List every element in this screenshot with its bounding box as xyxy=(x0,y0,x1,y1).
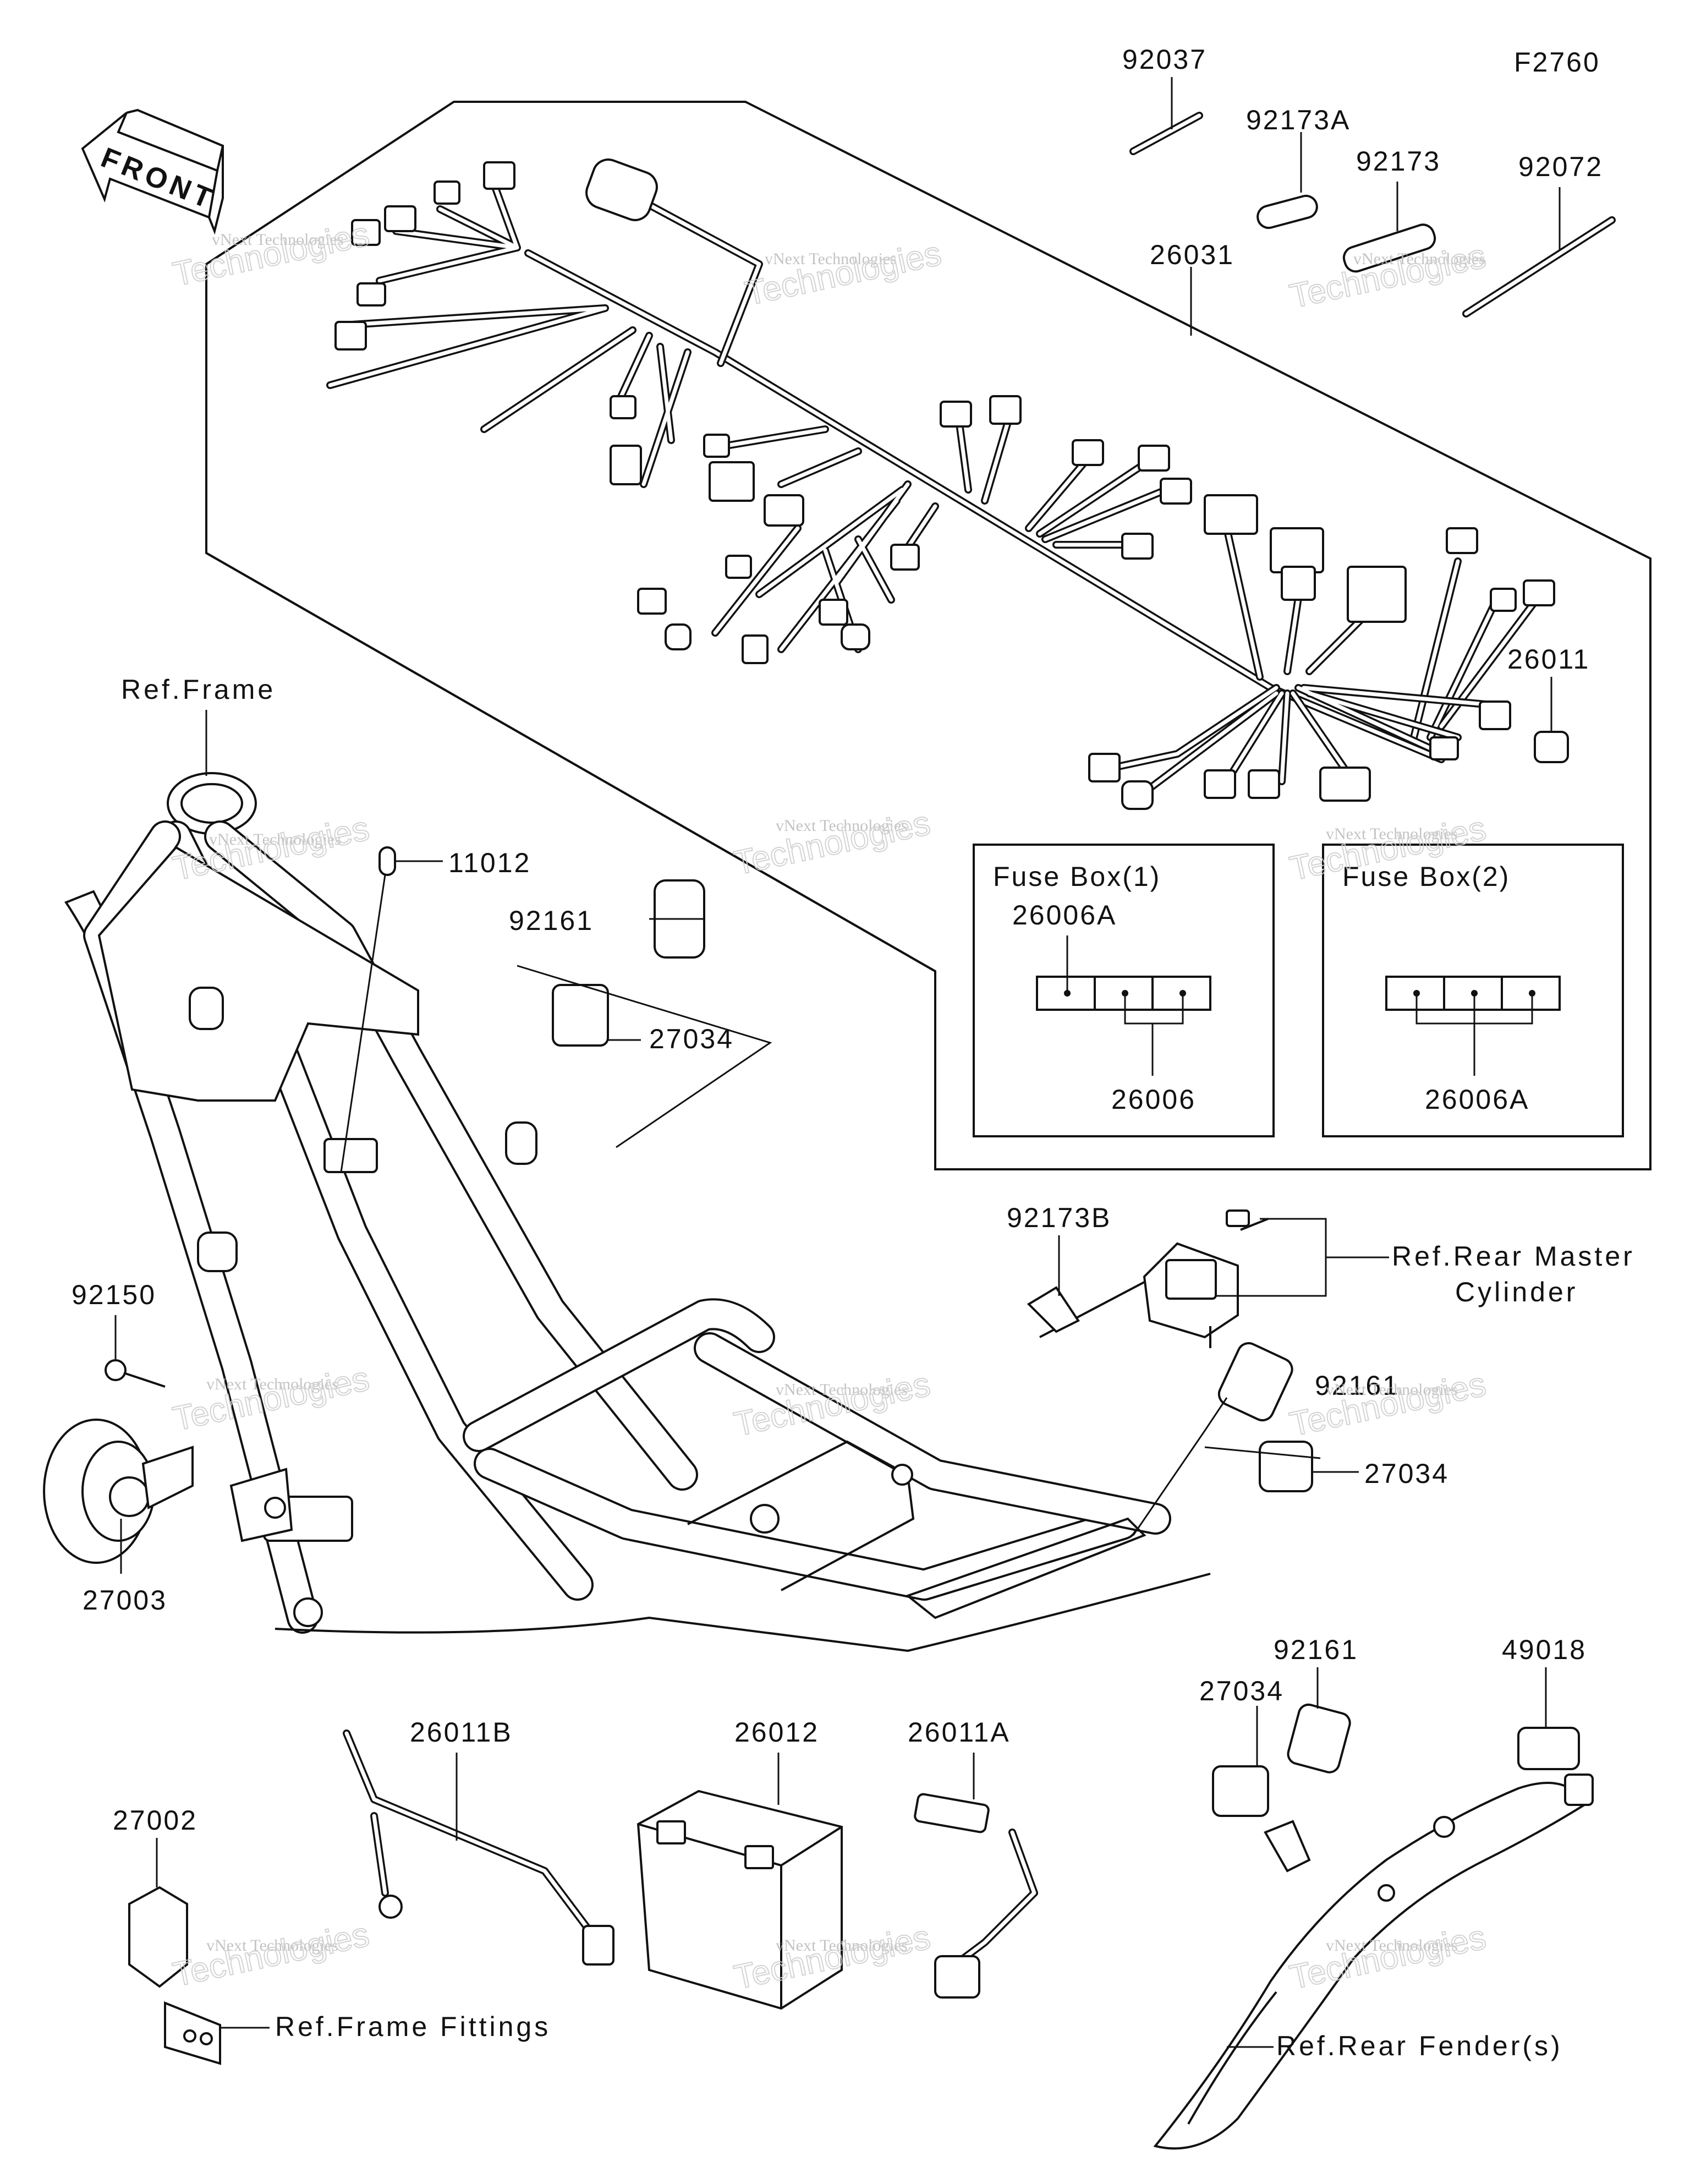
fuse-box-1-top-label: 26006A xyxy=(1012,900,1117,930)
label-26012: 26012 xyxy=(734,1717,819,1748)
fuse-box-2-bottom-label: 26006A xyxy=(1425,1084,1529,1115)
label-26011: 26011 xyxy=(1507,644,1590,675)
watermark-5b: Technologies xyxy=(731,804,934,883)
label-11012: 11012 xyxy=(448,847,531,878)
part-49018-cover xyxy=(1517,1727,1580,1770)
watermark-10: vNext Technologies xyxy=(206,1936,338,1955)
watermark-7b: Technologies xyxy=(170,1360,372,1438)
watermarks: vNext Technologies Technologies vNext Te… xyxy=(169,215,1490,1997)
label-92161-bot: 92161 xyxy=(1274,1634,1358,1665)
watermark-3: vNext Technologies xyxy=(1353,250,1485,268)
part-11012-plug xyxy=(378,846,396,876)
part-26011A-cable xyxy=(914,1793,1038,1999)
label-92173A: 92173A xyxy=(1246,105,1351,135)
label-92173B: 92173B xyxy=(1007,1202,1111,1233)
ref-frame: Ref.Frame xyxy=(121,674,276,705)
watermark-4: vNext Technologies xyxy=(209,830,341,849)
watermark-11: vNext Technologies xyxy=(776,1936,908,1955)
watermark-5: vNext Technologies xyxy=(776,817,908,835)
fuse-box-1-bottom-label: 26006 xyxy=(1111,1084,1196,1115)
part-26012-battery xyxy=(637,1789,843,2010)
label-92072: 92072 xyxy=(1518,151,1603,182)
fuse-box-2-title: Fuse Box(2) xyxy=(1342,861,1510,892)
fuse-box-1-title: Fuse Box(1) xyxy=(993,861,1161,892)
fuse-box-1: Fuse Box(1) 26006A 26006 xyxy=(973,844,1275,1137)
part-92173-clamp xyxy=(1342,182,1436,273)
label-27034-top: 27034 xyxy=(649,1023,734,1054)
rear-fender xyxy=(1153,1774,1594,2150)
label-92161-mid: 92161 xyxy=(1315,1370,1400,1401)
fuse-box-2: Fuse Box(2) 26006A xyxy=(1322,844,1624,1137)
part-92161-bot-relay xyxy=(1287,1703,1351,1774)
part-92173A-clamp xyxy=(1256,132,1318,229)
watermark-1: vNext Technologies xyxy=(212,231,344,249)
part-92161-mid-relay xyxy=(1217,1342,1293,1422)
label-92173: 92173 xyxy=(1356,146,1441,177)
part-92150-bolt xyxy=(105,1359,166,1388)
wiring-harness xyxy=(326,158,1555,810)
watermark-2: vNext Technologies xyxy=(765,250,897,268)
diagram-code: F2760 xyxy=(1514,47,1600,78)
watermark-9: vNext Technologies xyxy=(1326,1381,1458,1399)
harness-outline xyxy=(205,101,1651,1170)
label-26011A: 26011A xyxy=(908,1717,1011,1748)
part-27034-top-cover xyxy=(552,984,609,1047)
label-26011B: 26011B xyxy=(410,1717,513,1748)
watermark-2b: Technologies xyxy=(742,234,945,313)
part-26011-connector xyxy=(1534,731,1569,763)
front-arrow-icon: FRONT xyxy=(81,108,224,235)
watermark-8: vNext Technologies xyxy=(776,1381,908,1399)
part-92173B-clamp xyxy=(1027,1235,1080,1333)
part-27034-bot-cover xyxy=(1212,1765,1269,1817)
ref-frame-fittings: Ref.Frame Fittings xyxy=(275,2011,551,2042)
label-49018: 49018 xyxy=(1502,1634,1587,1665)
label-27034-mid: 27034 xyxy=(1364,1458,1449,1489)
ref-rear-master-1: Ref.Rear Master xyxy=(1392,1241,1635,1272)
part-92037-tie xyxy=(1129,77,1203,155)
label-92150: 92150 xyxy=(72,1279,156,1310)
part-26011B-cable xyxy=(343,1729,614,1966)
label-27034-bot: 27034 xyxy=(1199,1676,1284,1706)
label-92161-top: 92161 xyxy=(509,905,594,936)
label-26031: 26031 xyxy=(1150,239,1234,270)
label-27003: 27003 xyxy=(83,1585,167,1616)
part-27002-relay xyxy=(128,1886,221,2065)
watermark-6: vNext Technologies xyxy=(1326,825,1458,843)
part-92072-cable-tie xyxy=(1462,187,1616,318)
label-92037: 92037 xyxy=(1122,44,1207,75)
watermark-1b: Technologies xyxy=(170,215,372,294)
ref-rear-master-2: Cylinder xyxy=(1455,1277,1578,1307)
watermark-12: vNext Technologies xyxy=(1326,1936,1458,1955)
watermark-10b: Technologies xyxy=(170,1915,372,1994)
part-27034-mid-cover xyxy=(1259,1441,1313,1492)
watermark-7: vNext Technologies xyxy=(206,1375,338,1393)
harness-connectors xyxy=(334,161,1555,810)
ref-rear-fender: Ref.Rear Fender(s) xyxy=(1276,2030,1563,2061)
label-27002: 27002 xyxy=(113,1805,197,1836)
part-27003-horn xyxy=(43,1419,293,1564)
